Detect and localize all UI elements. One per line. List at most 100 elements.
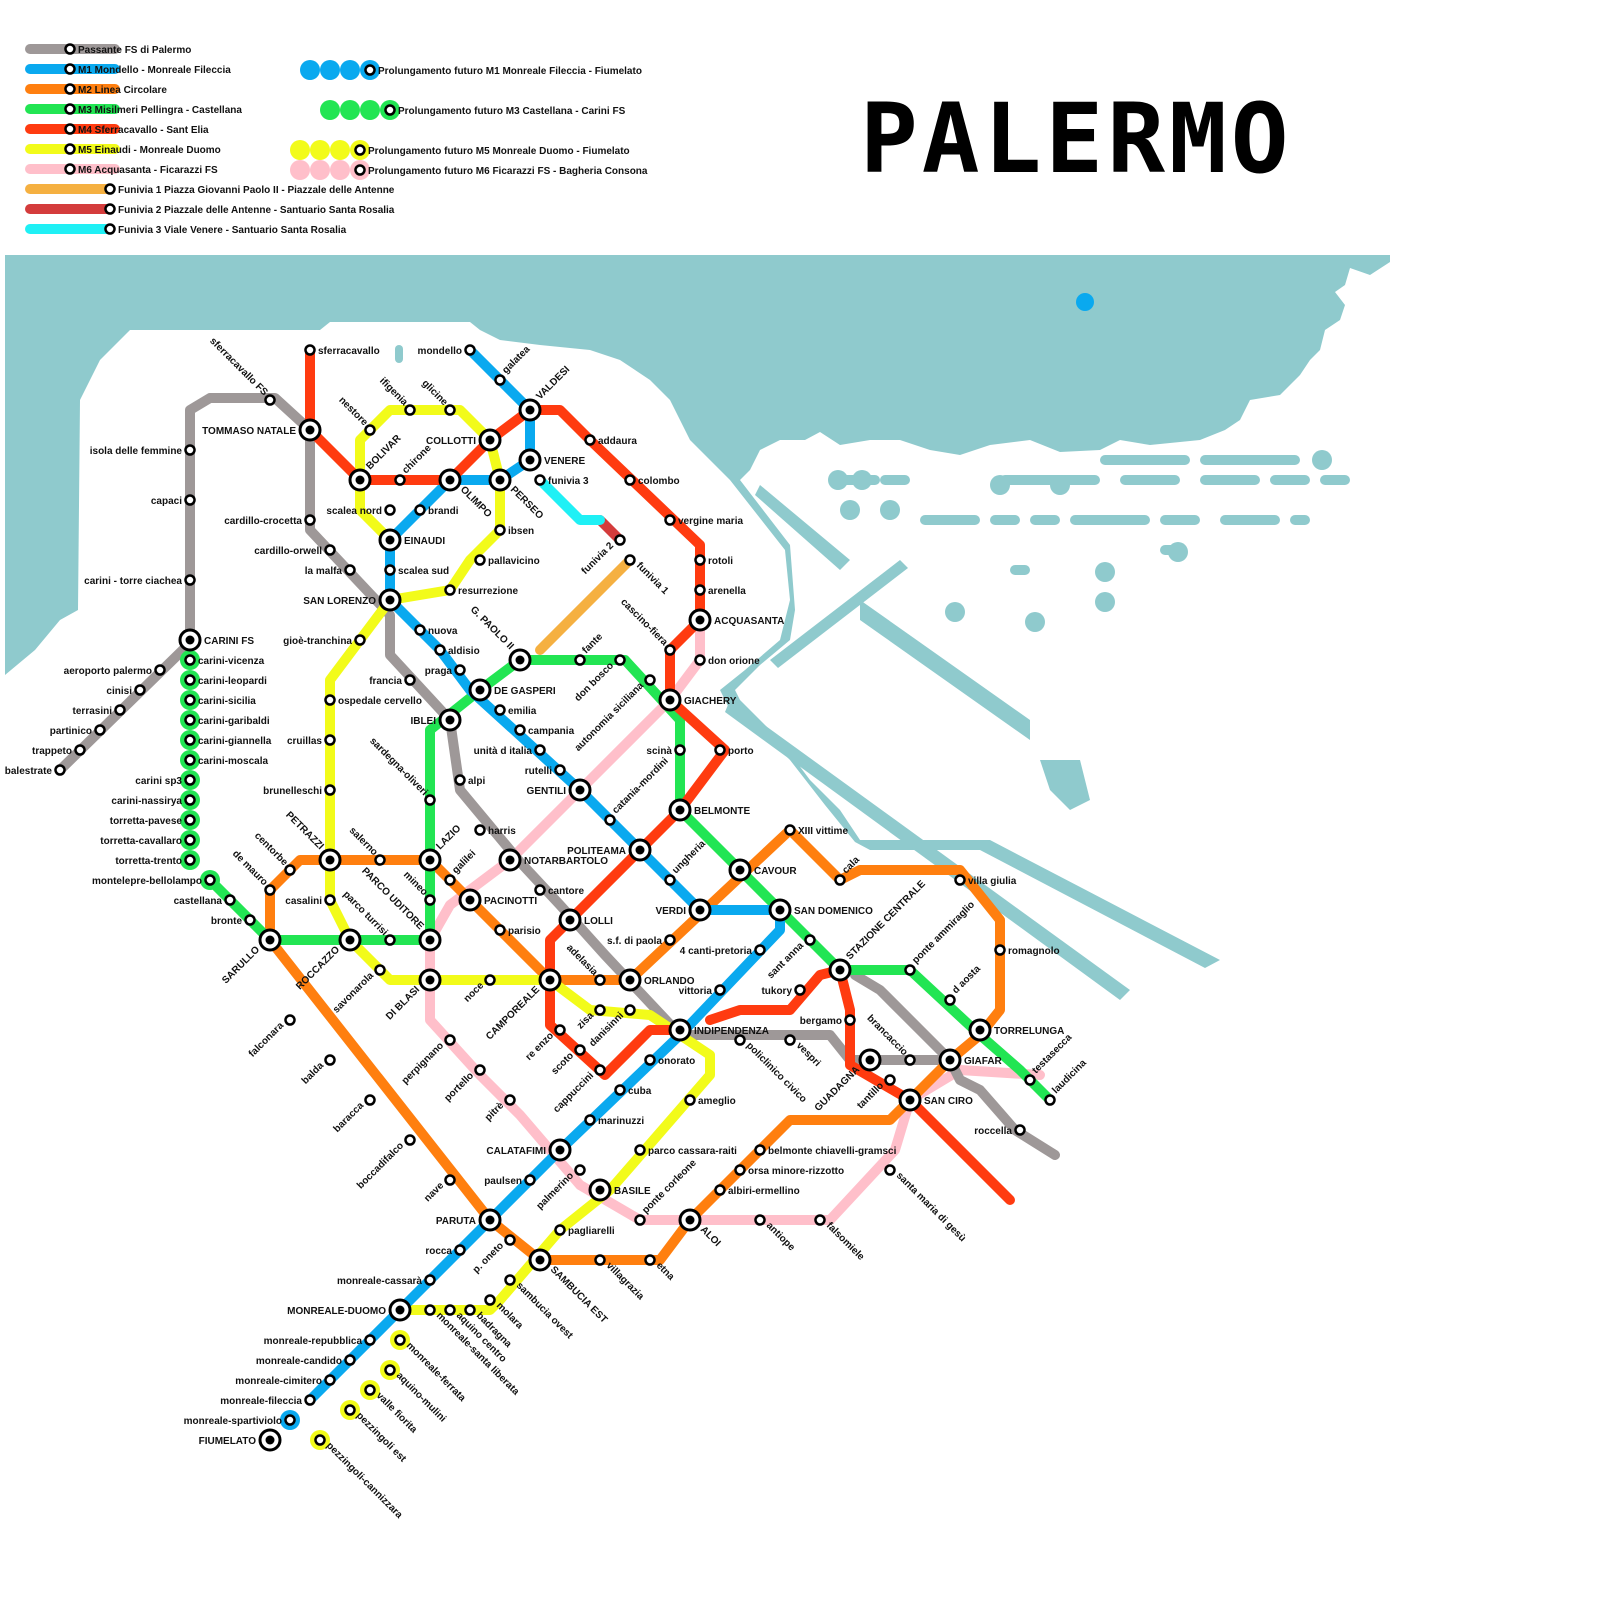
station-alpi[interactable]: alpi [456, 776, 486, 788]
station-don-orione[interactable]: don orione [696, 656, 761, 668]
station-ungheria[interactable]: ungheria [666, 838, 709, 884]
station-laudicina[interactable]: laudicina [1046, 1057, 1090, 1104]
station-catania-mordini[interactable]: catania-mordini [606, 756, 671, 825]
station-capaci[interactable]: capaci [151, 496, 195, 508]
future-station-carini-nassirya[interactable]: carini-nassirya [111, 790, 200, 810]
interchange-g-paolo-ii[interactable]: G. PAOLO II [468, 604, 530, 670]
interchange-pacinotti[interactable]: PACINOTTI [460, 890, 537, 910]
future-station-carini-moscala[interactable]: carini-moscala [180, 750, 268, 770]
station-ibsen[interactable]: ibsen [496, 526, 535, 538]
station-belmonte-chiavelli-gramsci[interactable]: belmonte chiavelli-gramsci [756, 1146, 897, 1158]
future-station-carini-sicilia[interactable]: carini-sicilia [180, 690, 256, 710]
future-station-montelepre-bellolampo[interactable]: montelepre-bellolampo [92, 870, 220, 890]
interchange-stazione-centrale[interactable]: STAZIONE CENTRALE [830, 878, 928, 980]
interchange-paruta[interactable]: PARUTA [436, 1210, 500, 1230]
station-francia[interactable]: francia [369, 676, 414, 688]
station-p-oneto[interactable]: p. oneto [471, 1236, 515, 1276]
future-station-torretta-cavallaro[interactable]: torretta-cavallaro [100, 830, 200, 850]
station-scalea-sud[interactable]: scalea sud [386, 566, 450, 578]
station-pagliarelli[interactable]: pagliarelli [556, 1226, 615, 1238]
station-etna[interactable]: etna [646, 1256, 677, 1283]
station-isola-delle-femmine[interactable]: isola delle femmine [90, 446, 195, 458]
station-albiri-ermellino[interactable]: albiri-ermellino [716, 1186, 800, 1198]
interchange-monreale-duomo[interactable]: MONREALE-DUOMO [287, 1300, 410, 1320]
station-vergine-maria[interactable]: vergine maria [666, 516, 744, 528]
station-monreale-cassar[interactable]: monreale-cassarà [337, 1276, 435, 1288]
interchange-tommaso-natale[interactable]: TOMMASO NATALE [202, 420, 320, 440]
station-cinisi[interactable]: cinisi [106, 686, 144, 698]
station-parco-cassara-raiti[interactable]: parco cassara-raiti [636, 1146, 738, 1158]
station-scalea-nord[interactable]: scalea nord [326, 506, 394, 518]
station-boccadifalco[interactable]: boccadifalco [355, 1136, 414, 1192]
station-falsomiele[interactable]: falsomiele [816, 1216, 867, 1264]
interchange-calatafimi[interactable]: CALATAFIMI [486, 1140, 570, 1160]
station-nuova[interactable]: nuova [416, 626, 458, 638]
interchange-gentili[interactable]: GENTILI [527, 780, 590, 800]
station-monreale-candido[interactable]: monreale-candido [256, 1356, 355, 1368]
station-monreale-repubblica[interactable]: monreale-repubblica [264, 1336, 375, 1348]
station-emilia[interactable]: emilia [496, 706, 537, 718]
station-galilei[interactable]: galilei [446, 848, 479, 884]
station-pallavicino[interactable]: pallavicino [476, 556, 540, 568]
station-ameglio[interactable]: ameglio [686, 1096, 736, 1108]
station-de-mauro[interactable]: de mauro [230, 849, 274, 895]
station-balestrate[interactable]: balestrate [5, 766, 65, 778]
station-vespri[interactable]: vespri [786, 1036, 823, 1070]
interchange-acquasanta[interactable]: ACQUASANTA [690, 610, 784, 630]
interchange-belmonte[interactable]: BELMONTE [670, 800, 750, 820]
station-santa-maria-di-ges[interactable]: santa maria di gesù [886, 1166, 968, 1245]
future-station-torretta-trento[interactable]: torretta-trento [115, 850, 200, 870]
station-romagnolo[interactable]: romagnolo [996, 946, 1060, 958]
station-nave[interactable]: nave [422, 1176, 454, 1205]
interchange-venere[interactable]: VENERE [520, 450, 585, 470]
future-station-carini-vicenza[interactable]: carini-vicenza [180, 650, 265, 670]
future-station-monreale-ferrata[interactable]: monreale-ferrata [390, 1330, 468, 1404]
station-funivia-1[interactable]: funivia 1 [626, 556, 671, 598]
interchange-einaudi[interactable]: EINAUDI [380, 530, 445, 550]
interchange-san-ciro[interactable]: SAN CIRO [900, 1090, 973, 1110]
station-porto[interactable]: porto [716, 746, 754, 758]
future-station-carini-giannella[interactable]: carini-giannella [180, 730, 272, 750]
station-brandi[interactable]: brandi [416, 506, 459, 518]
station-4-canti-pretoria[interactable]: 4 canti-pretoria [680, 946, 765, 958]
station-cuba[interactable]: cuba [616, 1086, 652, 1098]
station-marinuzzi[interactable]: marinuzzi [586, 1116, 645, 1128]
station-brunelleschi[interactable]: brunelleschi [263, 786, 334, 798]
interchange-cavour[interactable]: CAVOUR [730, 860, 797, 880]
interchange-san-lorenzo[interactable]: SAN LORENZO [303, 590, 400, 610]
station-falconara[interactable]: falconara [247, 1016, 295, 1060]
station-cantore[interactable]: cantore [536, 886, 585, 898]
station-sardegna-oliveri[interactable]: sardegna-oliveri [367, 736, 434, 805]
interchange-san-domenico[interactable]: SAN DOMENICO [770, 900, 873, 920]
station-savonarola[interactable]: savonarola [331, 966, 385, 1016]
interchange-fiumelato[interactable]: FIUMELATO [199, 1430, 280, 1450]
interchange-verdi[interactable]: VERDI [655, 900, 710, 920]
station-nestore[interactable]: nestore [336, 395, 374, 435]
station-perpignano[interactable]: perpignano [400, 1036, 455, 1087]
interchange-de-gasperi[interactable]: DE GASPERI [470, 680, 556, 700]
interchange-collotti[interactable]: COLLOTTI [426, 430, 500, 450]
station-carini-torre-ciachea[interactable]: carini - torre ciachea [84, 576, 194, 588]
interchange-torrelunga[interactable]: TORRELUNGA [970, 1020, 1064, 1040]
future-station-carini-sp3[interactable]: carini sp3 [135, 770, 200, 790]
station-tukory[interactable]: tukory [761, 986, 804, 998]
station-cardillo-crocetta[interactable]: cardillo-crocetta [224, 516, 314, 528]
station-rutelli[interactable]: rutelli [525, 766, 565, 778]
station-monreale-cimitero[interactable]: monreale-cimitero [235, 1376, 334, 1388]
future-station-carini-leopardi[interactable]: carini-leopardi [180, 670, 267, 690]
station-d-aosta[interactable]: d aosta [946, 963, 984, 1004]
station-galatea[interactable]: galatea [496, 344, 533, 385]
interchange-sarullo[interactable]: SARULLO [220, 930, 280, 986]
station-bronte[interactable]: bronte [211, 916, 255, 928]
station-portello[interactable]: portello [442, 1066, 484, 1105]
station-balda[interactable]: balda [300, 1056, 335, 1087]
station-ospedale-cervello[interactable]: ospedale cervello [326, 696, 422, 708]
station-monreale-fileccia[interactable]: monreale-fileccia [220, 1396, 314, 1408]
station-harris[interactable]: harris [476, 826, 517, 838]
station-scin[interactable]: scinà [646, 746, 684, 758]
station-castellana[interactable]: castellana [174, 896, 235, 908]
station-rotoli[interactable]: rotoli [696, 556, 734, 568]
station-ponte-ammiraglio[interactable]: ponte ammiraglio [906, 899, 978, 974]
station-aeroporto-palermo[interactable]: aeroporto palermo [64, 666, 165, 678]
future-station-carini-garibaldi[interactable]: carini-garibaldi [180, 710, 270, 730]
